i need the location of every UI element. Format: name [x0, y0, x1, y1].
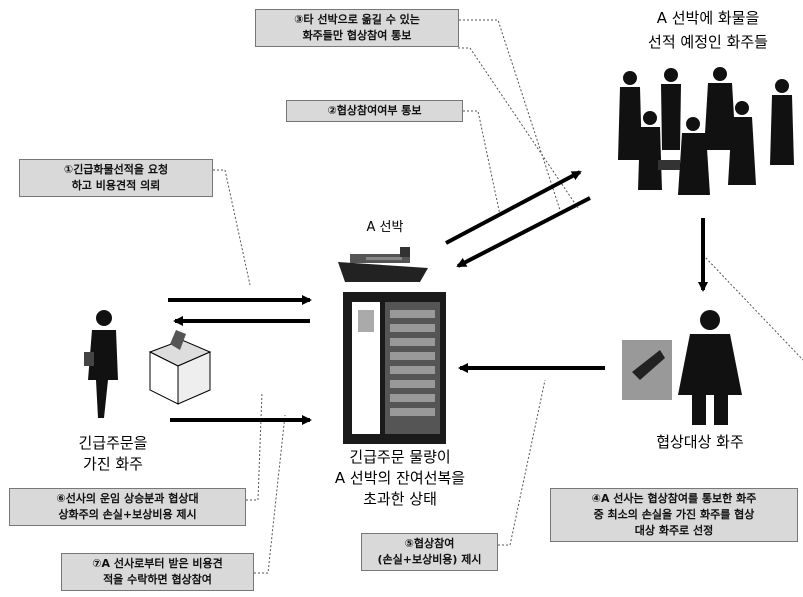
step4-line1: ④A 선사는 협상참여를 통보한 화주: [591, 492, 757, 505]
step1-line2: 하고 비용견적 의뢰: [71, 179, 161, 192]
step2-line1: ②협상참여여부 통보: [327, 104, 422, 117]
shippers-group-label-line2: 선적 예정인 화주들: [648, 33, 768, 51]
leader-step4: [702, 254, 803, 361]
leader-step3b: [458, 47, 579, 209]
step5-box: ⑤협상참여 (손실+보상비용) 제시: [361, 533, 498, 571]
step7-box: ⑦A 선사로부터 받은 비용견 적을 수락하면 협상참여: [61, 553, 254, 591]
negotiation-target-figure: [622, 310, 742, 425]
step6-box: ⑥선사의 운임 상승분과 협상대 상화주의 손실+보상비용 제시: [9, 488, 246, 526]
step1-line1: ①긴급화물선적을 요청: [63, 163, 169, 176]
negotiation-target-label-text: 협상대상 화주: [656, 433, 744, 451]
step3-line2: 화주들만 협상참여 통보: [302, 29, 412, 42]
ship-label-text: A 선박: [366, 220, 404, 235]
negotiation-target-label: 협상대상 화주: [630, 433, 770, 452]
step5-line1: ⑤협상참여: [404, 537, 455, 550]
flow-arrows: [168, 170, 708, 425]
leader-lines: [213, 19, 803, 574]
step4-line2: 중 최소의 손실을 가진 화주를 협상: [593, 508, 755, 521]
urgent-shipper-label-line1: 긴급주문을: [78, 434, 148, 452]
center-status-line2: A 선박의 잔여선복을: [334, 469, 466, 487]
shippers-group-label: A 선박에 화물을 선적 예정인 화주들: [618, 6, 798, 54]
step6-line1: ⑥선사의 운임 상승분과 협상대: [56, 492, 199, 505]
leader-step5: [498, 379, 546, 546]
package-box-icon: [148, 330, 212, 405]
urgent-shipper-figure: [84, 310, 118, 418]
container-icon: [343, 292, 446, 444]
arrow-ship-to-shippers: [445, 170, 582, 245]
ship-icon: [338, 247, 428, 282]
shippers-group-label-line1: A 선박에 화물을: [656, 9, 760, 27]
urgent-shipper-label: 긴급주문을 가진 화주: [58, 433, 168, 475]
step7-line2: 적을 수락하면 협상참여: [103, 573, 212, 586]
leader-step6: [246, 391, 263, 501]
step6-line2: 상화주의 손실+보상비용 제시: [58, 508, 197, 521]
step1-box: ①긴급화물선적을 요청 하고 비용견적 의뢰: [19, 159, 213, 197]
arrow-shippers-to-ship: [456, 196, 591, 268]
step3-line1: ③타 선박으로 옮길 수 있는: [294, 13, 420, 26]
leader-step7: [254, 414, 286, 574]
shippers-group-figure: [618, 67, 794, 195]
ship-label: A 선박: [350, 218, 420, 237]
step2-box: ②협상참여여부 통보: [286, 100, 463, 122]
step4-line3: 대상 화주로 선정: [634, 524, 714, 537]
step4-box: ④A 선사는 협상참여를 통보한 화주 중 최소의 손실을 가진 화주를 협상 …: [550, 488, 798, 542]
center-status-line3: 초과한 상태: [363, 490, 437, 508]
leader-step2: [463, 110, 501, 216]
leader-step3: [459, 19, 561, 211]
urgent-shipper-label-line2: 가진 화주: [83, 455, 143, 473]
leader-step1: [213, 169, 251, 286]
step5-line2: (손실+보상비용) 제시: [377, 553, 482, 566]
step3-box: ③타 선박으로 옮길 수 있는 화주들만 협상참여 통보: [255, 9, 459, 47]
center-status-label: 긴급주문 물량이 A 선박의 잔여선복을 초과한 상태: [310, 447, 490, 510]
step7-line1: ⑦A 선사로부터 받은 비용견: [92, 557, 223, 570]
center-status-line1: 긴급주문 물량이: [349, 448, 451, 466]
